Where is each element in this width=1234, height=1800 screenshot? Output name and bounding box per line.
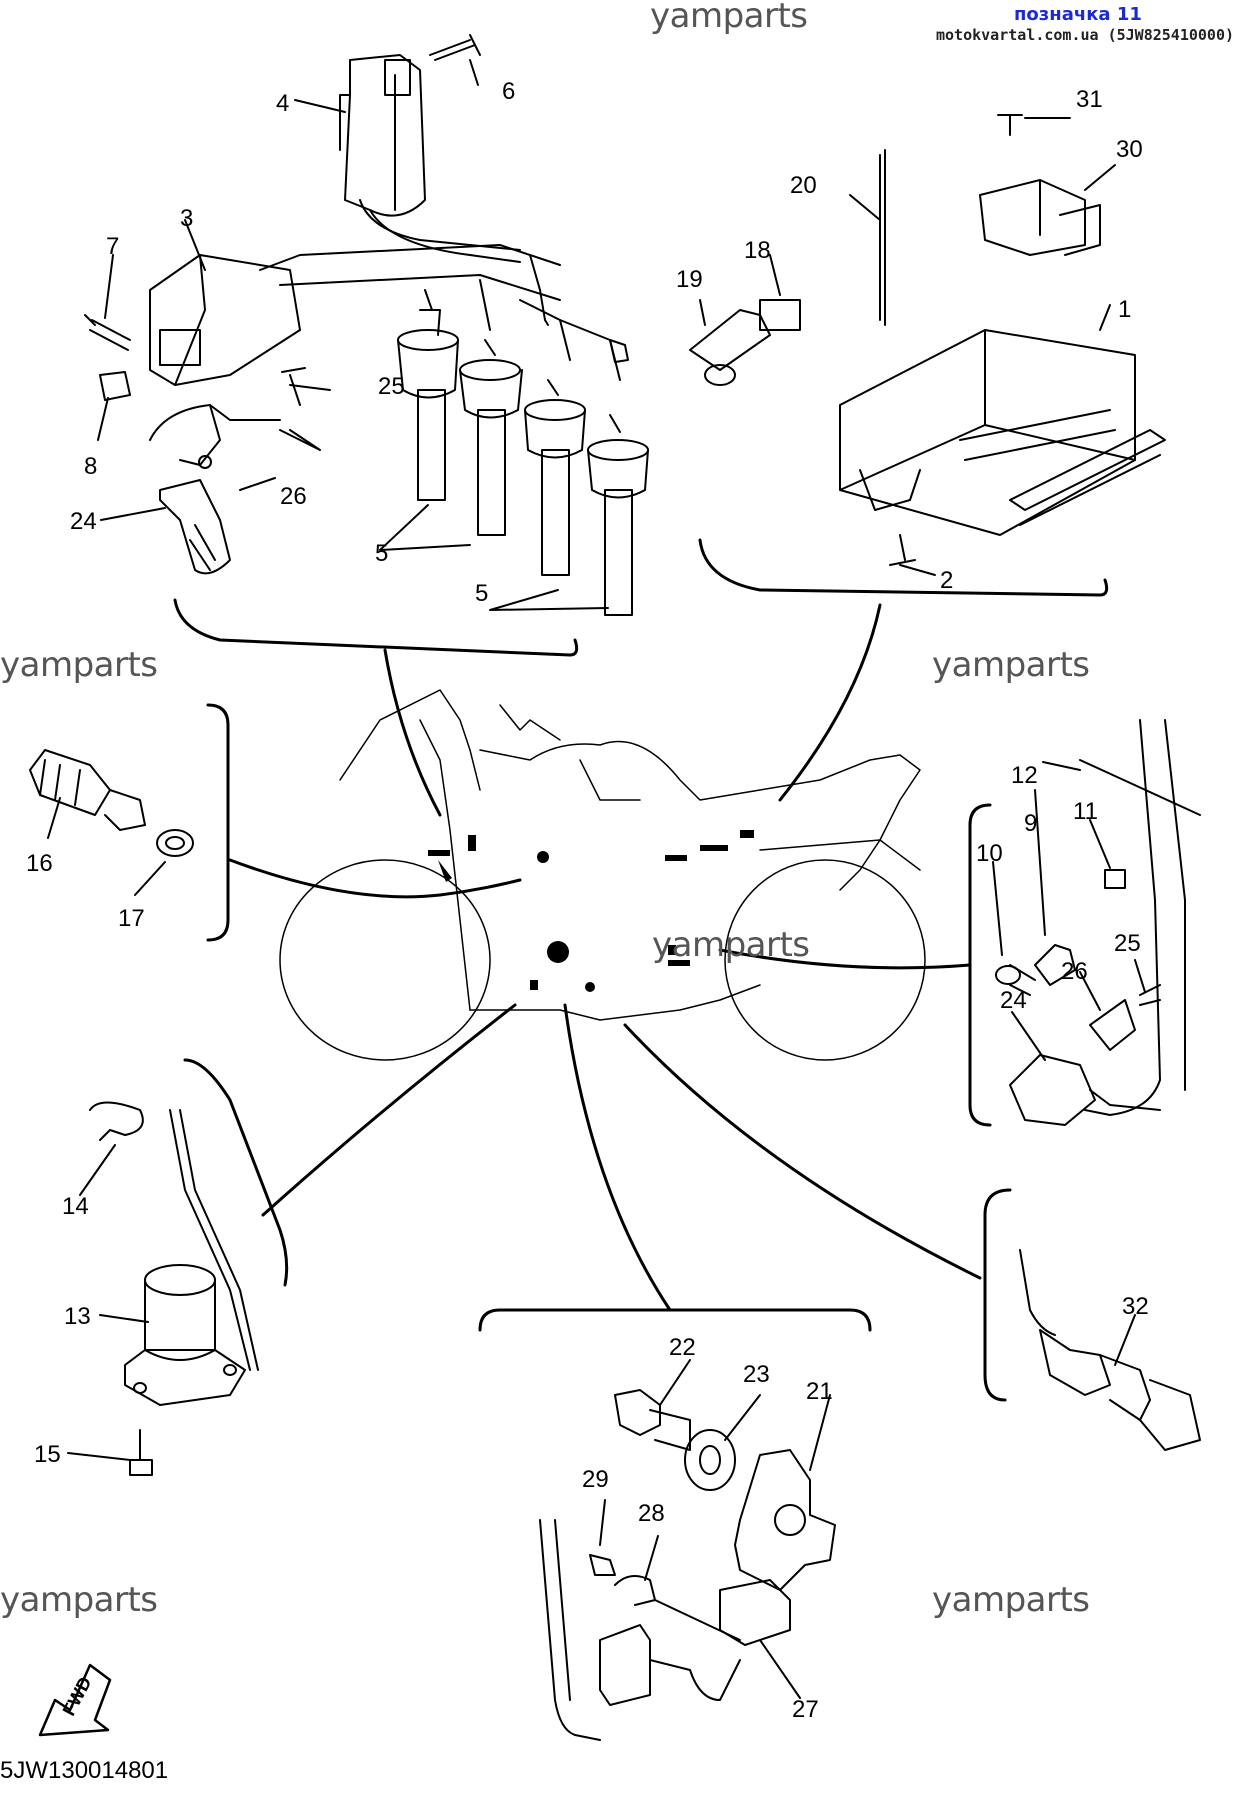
callout-5b: 5 bbox=[475, 580, 489, 607]
callout-31: 31 bbox=[1076, 86, 1103, 113]
right-mid-group bbox=[968, 719, 1201, 1127]
callout-16: 16 bbox=[26, 850, 53, 877]
centre-marks bbox=[428, 830, 754, 992]
right-lower-group bbox=[983, 1188, 1201, 1451]
callout-14: 14 bbox=[62, 1193, 89, 1220]
callout-27: 27 bbox=[792, 1696, 819, 1723]
callout-24a: 24 bbox=[70, 508, 97, 535]
callout-4: 4 bbox=[276, 90, 290, 117]
callout-6: 6 bbox=[502, 78, 516, 105]
callout-32: 32 bbox=[1122, 1293, 1149, 1320]
callout-7: 7 bbox=[106, 233, 120, 260]
callout-30: 30 bbox=[1116, 136, 1143, 163]
callout-19: 19 bbox=[676, 266, 703, 293]
pointer-lines bbox=[228, 603, 982, 1312]
bottom-group bbox=[478, 1308, 872, 1741]
callout-20: 20 bbox=[790, 172, 817, 199]
plug-caps bbox=[397, 289, 649, 616]
callout-9: 9 bbox=[1024, 810, 1038, 837]
callout-11: 11 bbox=[1073, 798, 1098, 825]
watermark-center: yamparts bbox=[652, 925, 810, 965]
ignition-coil-group bbox=[149, 54, 621, 386]
callout-12: 12 bbox=[1011, 762, 1038, 789]
callout-1: 1 bbox=[1118, 296, 1132, 323]
fwd-arrow bbox=[38, 1663, 112, 1737]
callout-26a: 26 bbox=[280, 483, 307, 510]
callout-29: 29 bbox=[582, 1466, 609, 1493]
callout-5a: 5 bbox=[375, 540, 389, 567]
callout-8: 8 bbox=[84, 453, 98, 480]
diagram-code: 5JW130014801 bbox=[0, 1757, 169, 1784]
small-parts-topleft bbox=[84, 34, 579, 657]
watermark-right-mid: yamparts bbox=[932, 645, 1090, 685]
callout-28: 28 bbox=[638, 1500, 665, 1527]
ecu-box bbox=[839, 329, 1136, 536]
left-mid-group bbox=[29, 703, 230, 942]
callout-10: 10 bbox=[976, 840, 1003, 867]
callout-17: 17 bbox=[118, 905, 145, 932]
callout-23: 23 bbox=[743, 1361, 770, 1388]
callout-13: 13 bbox=[64, 1303, 91, 1330]
watermark-top: yamparts bbox=[650, 0, 808, 36]
callout-25b: 25 bbox=[1114, 930, 1141, 957]
callout-22: 22 bbox=[669, 1334, 696, 1361]
header-link[interactable]: позначка 11 bbox=[1014, 4, 1142, 25]
coil-lower bbox=[149, 254, 301, 386]
callout-21: 21 bbox=[806, 1378, 833, 1405]
callout-3: 3 bbox=[180, 205, 194, 232]
callout-2: 2 bbox=[940, 567, 954, 594]
motorcycle-outline bbox=[279, 689, 926, 1061]
header-source: motokvartal.com.ua (5JW825410000) bbox=[936, 26, 1234, 44]
callout-24b: 24 bbox=[1000, 987, 1027, 1014]
callout-15: 15 bbox=[34, 1441, 61, 1468]
callout-25a: 25 bbox=[378, 373, 405, 400]
watermark-left-bottom: yamparts bbox=[0, 1580, 158, 1620]
watermark-right-bottom: yamparts bbox=[932, 1580, 1090, 1620]
watermark-left-mid: yamparts bbox=[0, 645, 158, 685]
left-lower-group bbox=[89, 1058, 289, 1476]
ecu-group bbox=[609, 114, 1166, 597]
callout-26b: 26 bbox=[1061, 958, 1088, 985]
callout-18: 18 bbox=[744, 237, 771, 264]
